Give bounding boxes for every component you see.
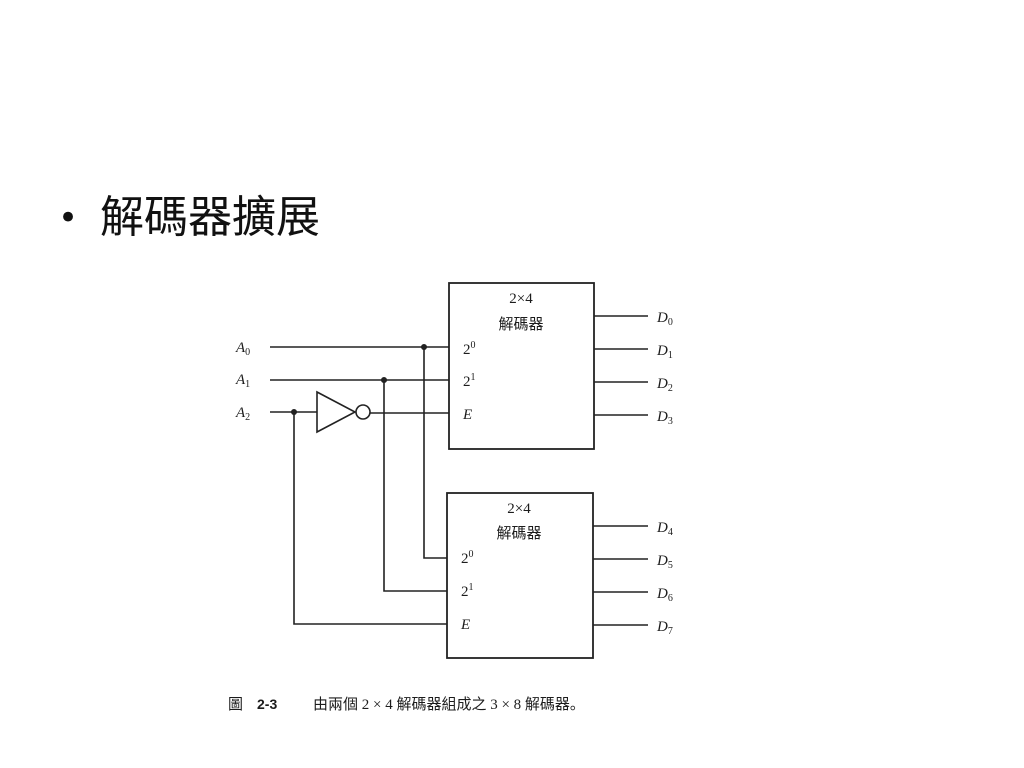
inverter-triangle [316,390,357,434]
caption-figure-label: 圖 [228,696,243,713]
inverter-gate [316,390,371,434]
decoder-bottom-pin-2-1: 21 [461,582,474,600]
junction-dot-a2 [291,409,297,415]
decoder-bottom-pin-enable: E [460,617,470,633]
input-label-a0: A0 [235,340,250,358]
output-label-d4: D4 [656,520,673,538]
decoder-bottom-title: 2×4 [507,501,531,517]
input-label-a1: A1 [235,372,250,390]
decoder-top: 2×4 解碼器 20 21 E D0 D1 D2 D3 [448,282,673,450]
output-label-d7: D7 [656,619,673,637]
decoder-top-pin-2-1: 21 [463,372,476,390]
output-label-d6: D6 [656,586,673,604]
caption-figure-number: 2-3 [257,696,277,712]
output-label-d1: D1 [656,343,673,361]
decoder-top-subtitle: 解碼器 [498,316,543,333]
decoder-top-title: 2×4 [509,291,533,307]
output-label-d0: D0 [656,310,673,328]
output-label-d5: D5 [656,553,673,571]
decoder-diagram: A0 A1 A2 2×4 解碼器 20 21 E [228,282,673,713]
decoder-top-pin-enable: E [462,407,472,423]
figure-caption: 圖 2-3 由兩個 2 × 4 解碼器組成之 3 × 8 解碼器。 [228,696,585,713]
slide-title: 解碼器擴展 [100,192,320,243]
bullet-marker: • [58,198,78,238]
caption-text: 由兩個 2 × 4 解碼器組成之 3 × 8 解碼器。 [313,696,585,713]
junction-dot-a1 [381,377,387,383]
output-label-d2: D2 [656,376,673,394]
decoder-bottom-box [446,492,594,659]
wire-a0-to-bottom-2-0 [423,347,447,559]
inverter-bubble [355,404,371,420]
decoder-bottom-pin-2-0: 20 [461,549,474,567]
output-label-d3: D3 [656,409,673,427]
wire-a2-to-bottom-enable [293,412,447,625]
decoder-top-pin-2-0: 20 [463,340,476,358]
decoder-top-box [448,282,595,450]
decoder-bottom: 2×4 解碼器 20 21 E D4 D5 D6 D7 [446,492,673,659]
wire-a1-to-bottom-2-1 [383,380,447,592]
decoder-bottom-subtitle: 解碼器 [496,525,541,542]
input-label-a2: A2 [235,405,250,423]
junction-dot-a0 [421,344,427,350]
